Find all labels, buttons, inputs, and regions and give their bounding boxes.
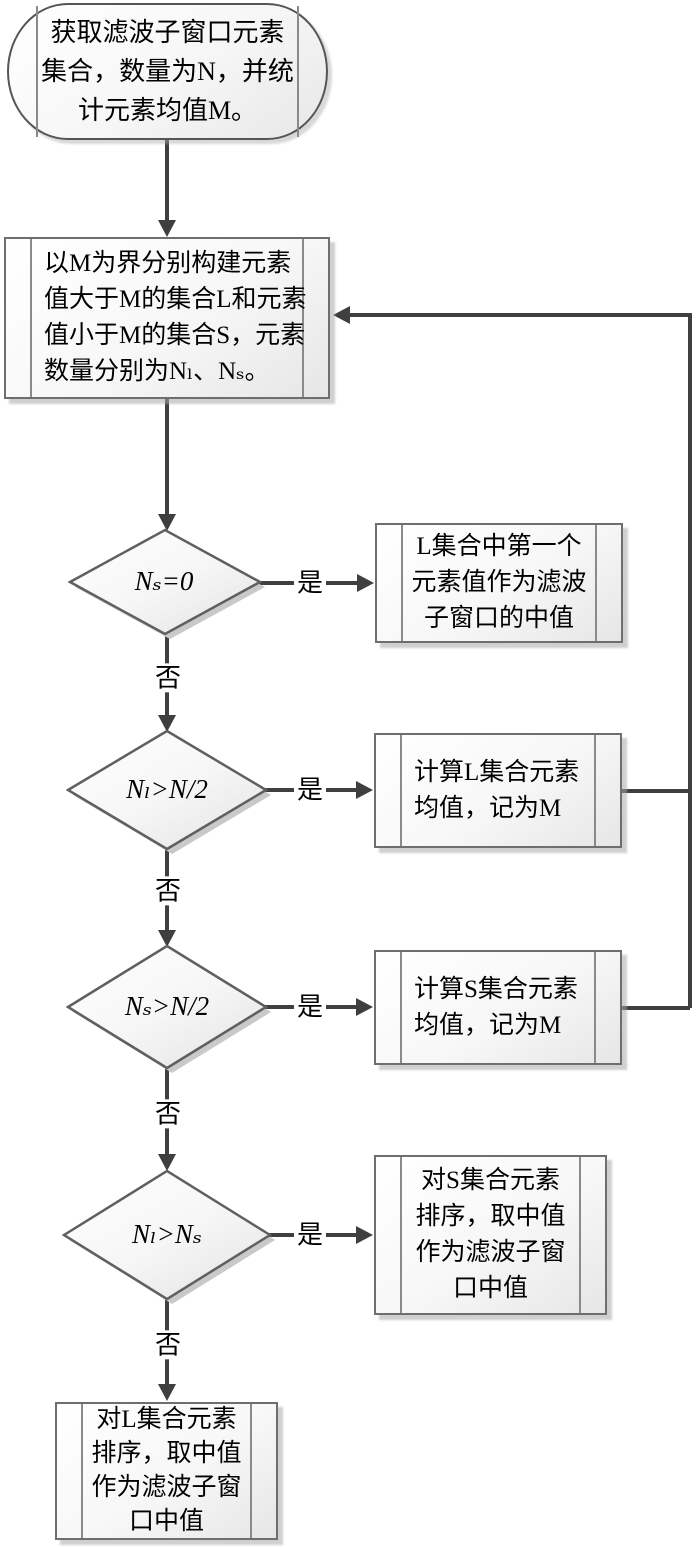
yes-label-d2: 是: [293, 775, 327, 805]
start-terminator: 获取滤波子窗口元素 集合，数量为N，并统 计元素均值M。: [7, 3, 328, 140]
text-line: 均值，记为M: [414, 794, 562, 822]
arrowhead-d3-no: [158, 1154, 176, 1171]
text-line: 计算L集合元素: [414, 758, 580, 786]
sort-l-box: 对L集合元素 排序，取中值 作为滤波子窗 口中值: [55, 1402, 278, 1540]
text-line: 排序，取中值: [91, 1440, 242, 1467]
text-line: 获取滤波子窗口元素: [50, 18, 285, 47]
arrowhead-loopback: [333, 306, 350, 324]
no-label-d2: 否: [151, 876, 185, 906]
decision-nl-gt-half: Nₗ>N/2: [65, 729, 276, 857]
sort-s-text: 对S集合元素 排序，取中值 作为滤波子窗 口中值: [404, 1157, 577, 1313]
sort-s-box: 对S集合元素 排序，取中值 作为滤波子窗 口中值: [374, 1155, 607, 1315]
recalc-mean-l-text: 计算L集合元素 均值，记为M: [404, 735, 592, 846]
arrowhead-build-to-d1: [158, 514, 176, 531]
sort-l-text: 对L集合元素 排序，取中值 作为滤波子窗 口中值: [85, 1404, 248, 1538]
decision-nl-gt-ns: Nₗ>Nₛ: [61, 1169, 280, 1307]
decision-nl-gt-ns-label: Nₗ>Nₛ: [132, 1218, 202, 1249]
arrowhead-d4-yes: [356, 1226, 373, 1244]
text-line: 值大于M的集合L和元素: [44, 286, 307, 313]
decision-nl-gt-half-label: Nₗ>N/2: [126, 773, 208, 804]
text-line: 口中值: [128, 1508, 204, 1535]
decision-ns-zero-label: Nₛ=0: [134, 565, 194, 596]
text-line: L集合中第一个: [416, 533, 582, 560]
text-line: 计元素均值M。: [77, 96, 258, 125]
build-sets-text: 以M为界分别构建元素 值大于M的集合L和元素 值小于M的集合S，元素 数量分别为…: [34, 239, 307, 397]
arrowhead-d3-yes: [356, 998, 373, 1016]
text-line: 作为滤波子窗: [91, 1474, 242, 1501]
decision-ns-zero: Nₛ=0: [67, 528, 268, 642]
yes-label-d4: 是: [293, 1220, 327, 1250]
build-sets-box: 以M为界分别构建元素 值大于M的集合L和元素 值小于M的集合S，元素 数量分别为…: [4, 237, 330, 399]
text-line: 以M为界分别构建元素: [44, 250, 292, 277]
arrowhead-start-to-build: [158, 220, 176, 237]
arrowhead-d4-no: [158, 1384, 176, 1401]
yes-label-d1: 是: [293, 568, 327, 598]
diamond-shape: [67, 528, 263, 636]
recalc-mean-l-box: 计算L集合元素 均值，记为M: [374, 733, 622, 848]
result-first-element-text: L集合中第一个 元素值作为滤波 子窗口的中值: [405, 525, 593, 641]
text-line: 作为滤波子窗: [415, 1239, 566, 1266]
no-label-d1: 否: [151, 663, 185, 693]
text-line: 值小于M的集合S，元素: [44, 322, 306, 349]
start-text: 获取滤波子窗口元素 集合，数量为N，并统 计元素均值M。: [37, 5, 298, 138]
text-line: 对L集合元素: [96, 1406, 237, 1433]
diamond-shape: [65, 729, 269, 851]
yes-label-d3: 是: [293, 992, 327, 1022]
text-line: 数量分别为Nₗ、Nₛ。: [44, 358, 270, 385]
recalc-mean-s-text: 计算S集合元素 均值，记为M: [404, 952, 592, 1063]
diamond-shape: [61, 1169, 273, 1301]
loopback-line: [350, 313, 692, 1008]
arrowhead-d2-no: [158, 930, 176, 947]
text-line: 计算S集合元素: [414, 975, 578, 1003]
decision-ns-gt-half-label: Nₛ>N/2: [124, 990, 210, 1021]
recalc-mean-s-box: 计算S集合元素 均值，记为M: [374, 950, 622, 1065]
text-line: 对S集合元素: [421, 1167, 560, 1194]
no-label-d3: 否: [151, 1099, 185, 1129]
decision-ns-gt-half: Nₛ>N/2: [65, 944, 276, 1076]
text-line: 元素值作为滤波: [411, 569, 587, 596]
arrowhead-d1-yes: [357, 574, 374, 592]
arrowhead-d1-no: [158, 715, 176, 732]
arrowhead-d2-yes: [356, 781, 373, 799]
result-first-element-box: L集合中第一个 元素值作为滤波 子窗口的中值: [375, 523, 623, 643]
diamond-shape: [65, 944, 269, 1070]
text-line: 口中值: [452, 1275, 528, 1302]
text-line: 均值，记为M: [414, 1011, 562, 1039]
text-line: 子窗口的中值: [423, 605, 574, 632]
text-line: 集合，数量为N，并统: [41, 57, 294, 86]
no-label-d4: 否: [151, 1330, 185, 1360]
text-line: 排序，取中值: [415, 1203, 566, 1230]
